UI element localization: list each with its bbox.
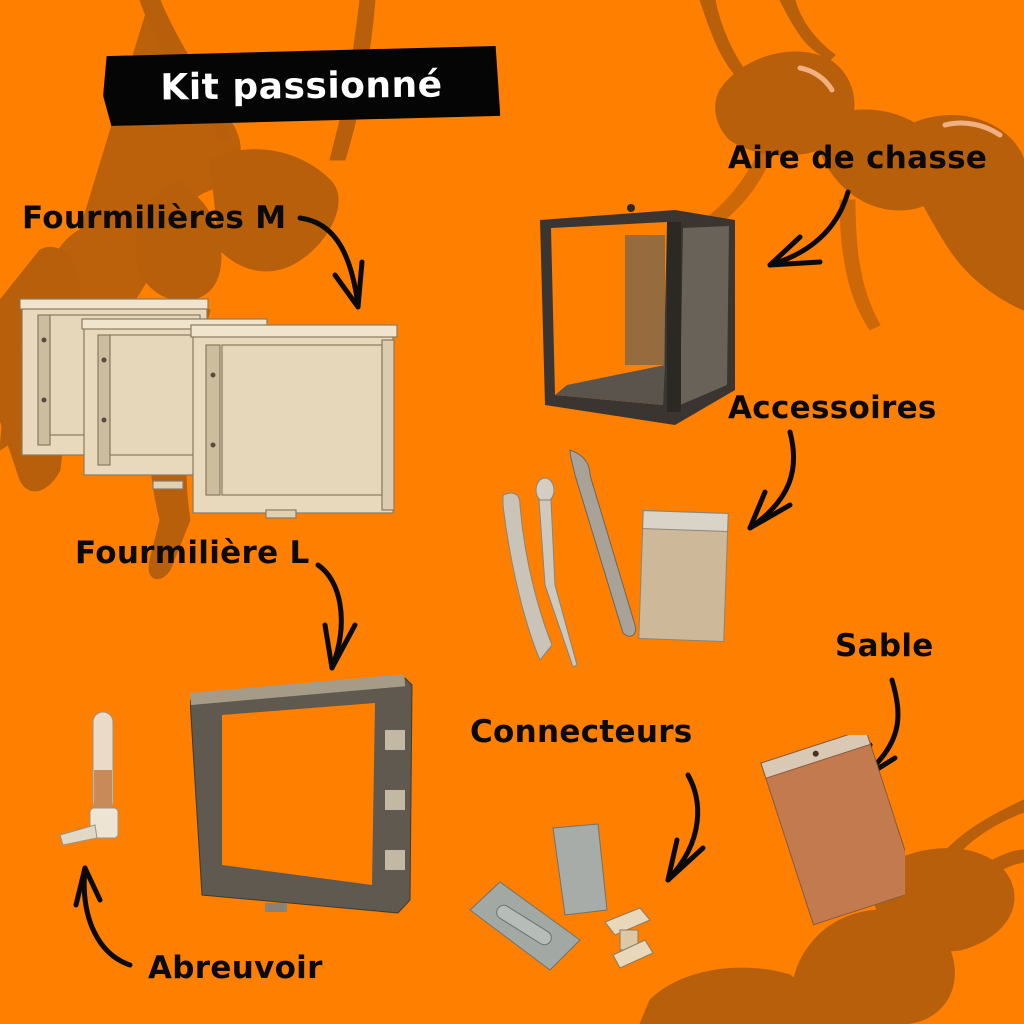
abreuvoir-image [59, 711, 119, 846]
label-fourmilieres-m: Fourmilières M [22, 200, 287, 236]
aire-de-chasse-image [540, 204, 735, 425]
arrow-aire-de-chasse-icon [767, 189, 851, 268]
label-connecteurs: Connecteurs [470, 714, 693, 750]
accessoires-image [502, 449, 729, 668]
arrow-fourmiliere-l-icon [315, 562, 358, 671]
arrow-fourmilieres-m-icon [297, 215, 365, 310]
label-aire-de-chasse: Aire de chasse [728, 140, 988, 176]
arrow-accessoires-icon [747, 429, 797, 531]
arrow-connecteurs-icon [665, 772, 706, 883]
label-accessoires: Accessoires [728, 390, 937, 426]
label-abreuvoir: Abreuvoir [148, 950, 323, 986]
label-fourmiliere-l: Fourmilière L [75, 535, 310, 571]
fourmilieres-m-image [19, 298, 398, 519]
arrow-abreuvoir-icon [73, 865, 133, 968]
label-sable: Sable [835, 628, 934, 664]
connecteurs-image [469, 823, 654, 970]
fourmiliere-l-image [190, 675, 413, 914]
sable-image [760, 735, 905, 926]
